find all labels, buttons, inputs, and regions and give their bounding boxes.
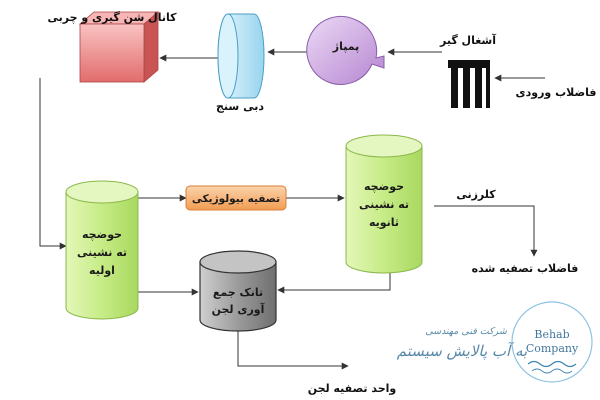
- watermark-line1: شرکت فنی مهندسی: [425, 326, 508, 337]
- sludge-label-line2: آوری لجن: [212, 302, 265, 316]
- primary-settling-tank: [65, 180, 139, 320]
- sludge-unit-label: واحد تصفیه لجن: [308, 382, 397, 395]
- secondary-label-line2: ته نشینی: [359, 198, 409, 211]
- watermark-line2: به آب پالایش سیستم: [397, 341, 527, 360]
- sand-grease-channel: [78, 11, 160, 83]
- arrow-secondary-to-treated: [434, 205, 538, 257]
- sand-channel-label: کانال شن گیری و چربی: [47, 11, 177, 24]
- treated-label: فاضلاب تصفیه شده: [472, 262, 579, 275]
- wave-icon: [527, 360, 577, 368]
- primary-label-line3: اولیه: [89, 264, 115, 277]
- inflow-label: فاضلاب ورودی: [516, 86, 597, 99]
- logo-text-bottom: Company: [526, 342, 579, 355]
- screen-label: آشغال گیر: [439, 33, 496, 47]
- flow-meter-label: دبی سنج: [216, 100, 264, 113]
- pump: [306, 15, 385, 85]
- arrow-channel-to-primary: [39, 78, 67, 250]
- pump-label: پمپاژ: [332, 40, 359, 53]
- secondary-label-line3: ثانویه: [369, 216, 399, 229]
- flow-meter: [217, 13, 265, 99]
- primary-label-line1: حوضچه: [82, 228, 122, 241]
- primary-label-line2: ته نشینی: [77, 246, 127, 259]
- chlorine-label: کلرزنی: [456, 188, 496, 201]
- arrow-sludge-to-treatment: [237, 330, 349, 370]
- screen-icon: [448, 60, 490, 108]
- logo-text-top: Behab: [534, 328, 569, 341]
- secondary-label-line1: حوضچه: [364, 180, 404, 193]
- secondary-settling-tank: [345, 134, 423, 274]
- sludge-collection-tank: [199, 250, 277, 332]
- company-logo: Behab Company: [511, 301, 593, 383]
- sludge-label-line1: تانک جمع: [213, 286, 263, 299]
- bio-label: تصفیه بیولوژیکی: [192, 193, 280, 205]
- biological-treatment-box: [185, 185, 287, 211]
